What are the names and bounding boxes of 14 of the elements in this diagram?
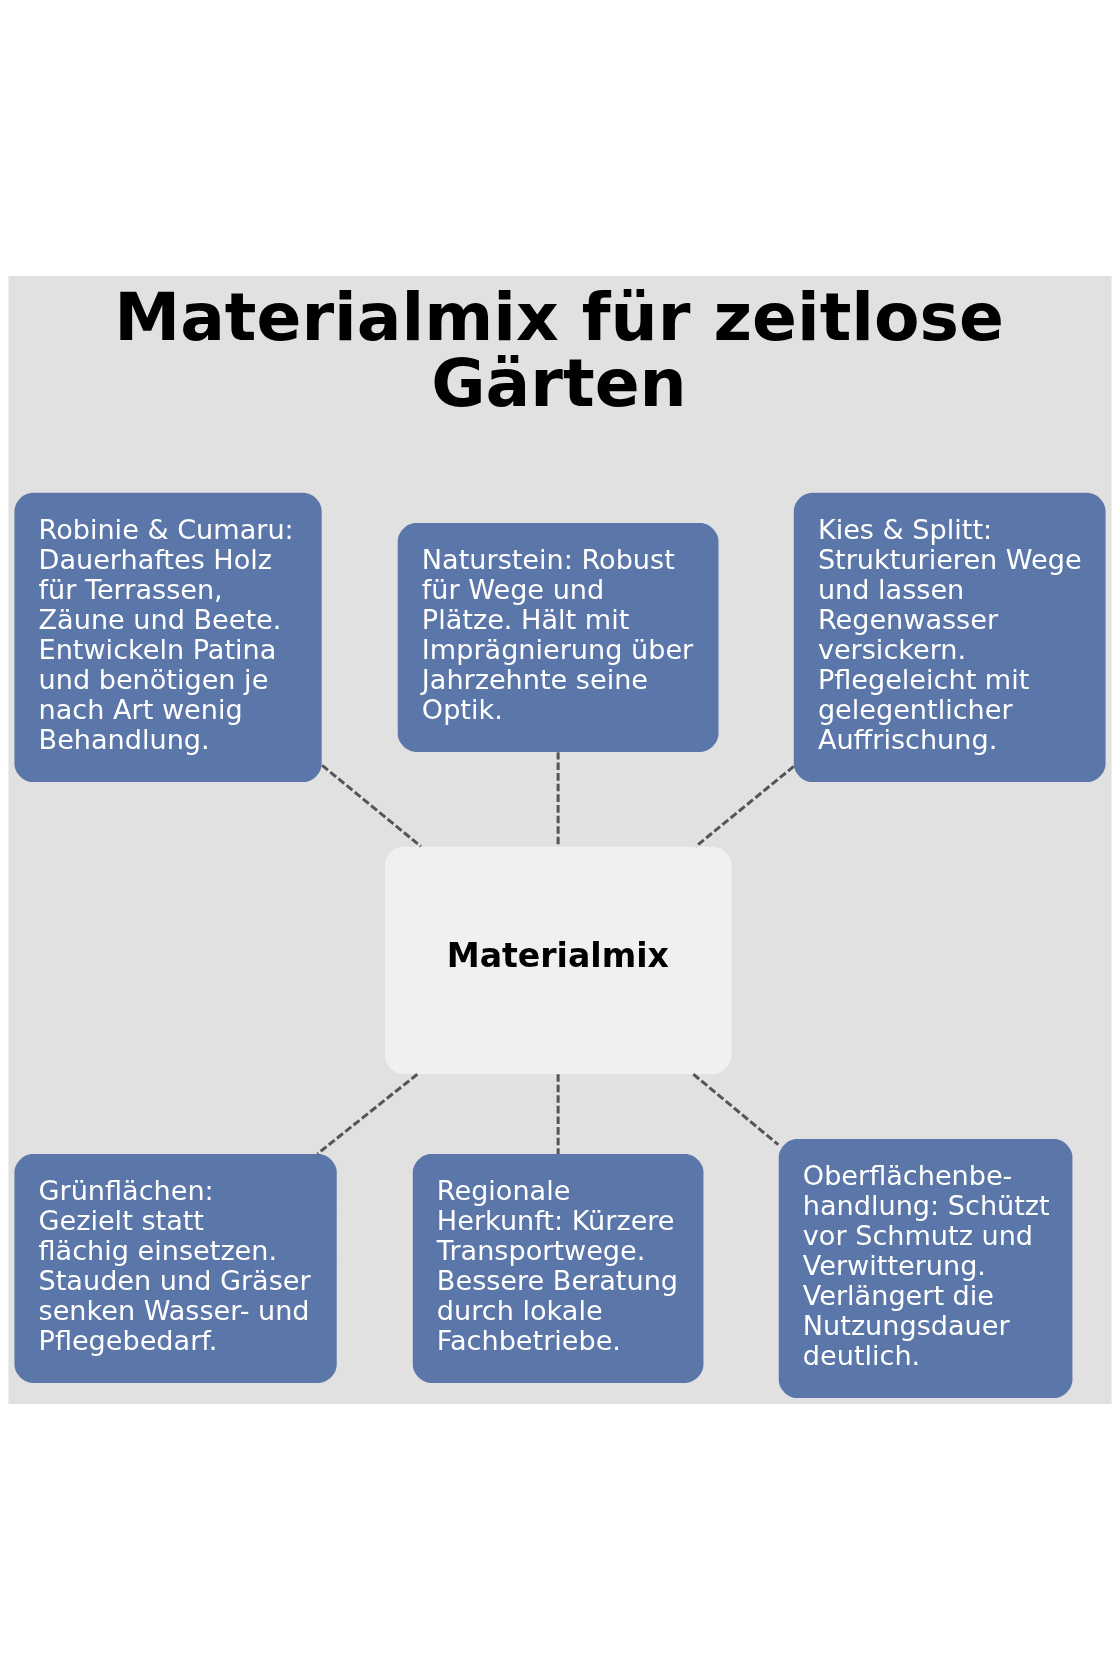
connector	[694, 765, 795, 848]
node-box: Regionale Herkunft: Kürzere Transportwege. Bessere Beratung durch lokale Fachbetriebe.	[412, 1154, 704, 1383]
node-box: Oberflächenbe- handlung: Schützt vor Schmutz und Verwitterung. Verlängert die Nutzungsdauer deutlich.	[778, 1138, 1073, 1398]
connector	[316, 1073, 419, 1156]
diagram-title: Materialmix für zeitlose Gärten	[114, 277, 1004, 422]
connector	[556, 1074, 560, 1154]
connector	[556, 752, 560, 847]
node-box: Naturstein: Robust für Wege und Plätze. Hält mit Imprägnierung über Jahrzehnte seine Optik.	[397, 523, 719, 752]
node-box: Kies & Splitt: Strukturieren Wege und lassen Regenwasser versickern. Pflegeleicht mit gelegentlicher Auffrischung.	[793, 492, 1106, 782]
node-box: Materialmix	[384, 846, 732, 1075]
connector	[321, 764, 422, 848]
node-box: Grünflächen: Gezielt statt flächig einsetzen. Stauden und Gräser senken Wasser- und Pflegebedarf.	[14, 1154, 337, 1383]
connector	[692, 1073, 780, 1146]
node-box: Robinie & Cumaru: Dauerhaftes Holz für Terrassen, Zäune und Beete. Entwickeln Patina und benötigen je nach Art wenig Behandlung.	[14, 492, 322, 782]
